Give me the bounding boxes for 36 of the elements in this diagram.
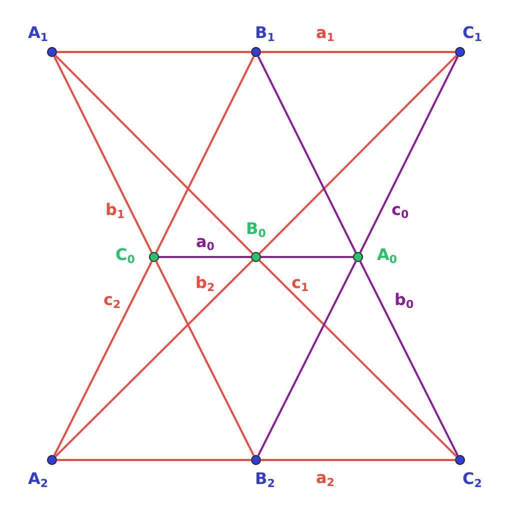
line-segment	[261, 256, 353, 258]
point-label: B$_{2}$	[255, 469, 275, 489]
point-label: C$_{2}$	[462, 469, 482, 489]
line-segment	[57, 459, 251, 461]
line-segment	[155, 261, 255, 456]
line-segment	[53, 56, 153, 253]
edge-label: c$_{2}$	[104, 290, 121, 310]
line-segment	[359, 56, 459, 253]
line-segment	[159, 256, 251, 258]
point-label: A$_{1}$	[28, 23, 48, 43]
edge-label: b$_{0}$	[394, 290, 414, 310]
edge-label: a$_{1}$	[316, 23, 334, 43]
line-segment	[54, 260, 254, 458]
point-label: A$_{2}$	[28, 469, 48, 489]
line-segment	[258, 54, 458, 254]
edge-label: a$_{0}$	[196, 232, 214, 252]
line-segment	[258, 260, 458, 458]
line-segment	[261, 459, 455, 461]
line-segment	[359, 261, 459, 456]
edge-label: c$_{1}$	[292, 273, 309, 293]
line-segment	[53, 261, 153, 456]
edge-label: b$_{2}$	[196, 273, 215, 293]
point-label: B$_{0}$	[246, 219, 266, 239]
point-label: A$_{0}$	[377, 245, 398, 265]
line-segment	[57, 51, 251, 53]
line-segment	[257, 261, 357, 456]
edge-label: b$_{1}$	[106, 200, 125, 220]
edge-label: c$_{0}$	[392, 200, 409, 220]
point-label: C$_{1}$	[462, 23, 482, 43]
line-segment	[261, 51, 455, 53]
point-label: B$_{1}$	[255, 23, 275, 43]
point-label: C$_{0}$	[116, 245, 135, 265]
line-segment	[54, 54, 254, 254]
edge-label: a$_{2}$	[316, 468, 334, 488]
line-segment	[257, 56, 357, 253]
line-segment	[155, 56, 255, 253]
